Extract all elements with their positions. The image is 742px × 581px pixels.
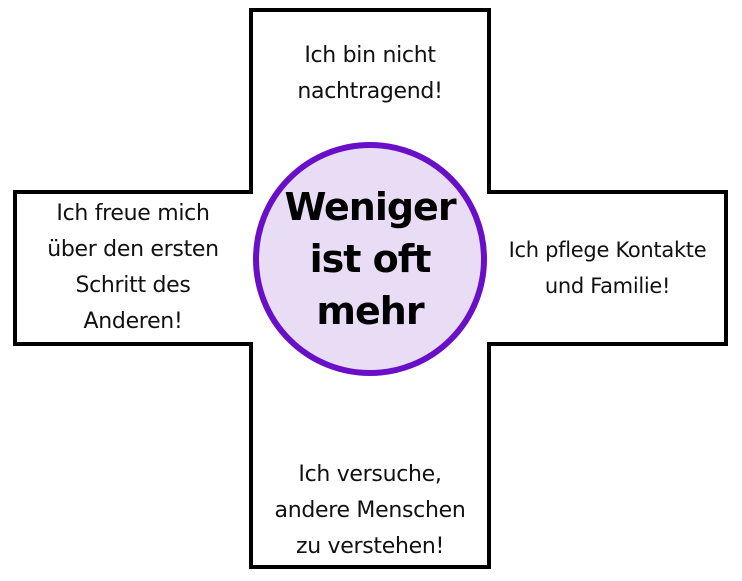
right-arm-text: Ich pflege Kontakte und Familie! (508, 238, 707, 298)
center-title: Weniger ist oft mehr (284, 185, 456, 333)
top-arm-text: Ich bin nicht nachtragend! (297, 43, 443, 104)
center-circle (253, 142, 487, 376)
bottom-arm-text: Ich versuche, andere Menschen zu versteh… (274, 462, 466, 559)
left-arm-text: Ich freue mich über den ersten Schritt d… (47, 201, 219, 334)
